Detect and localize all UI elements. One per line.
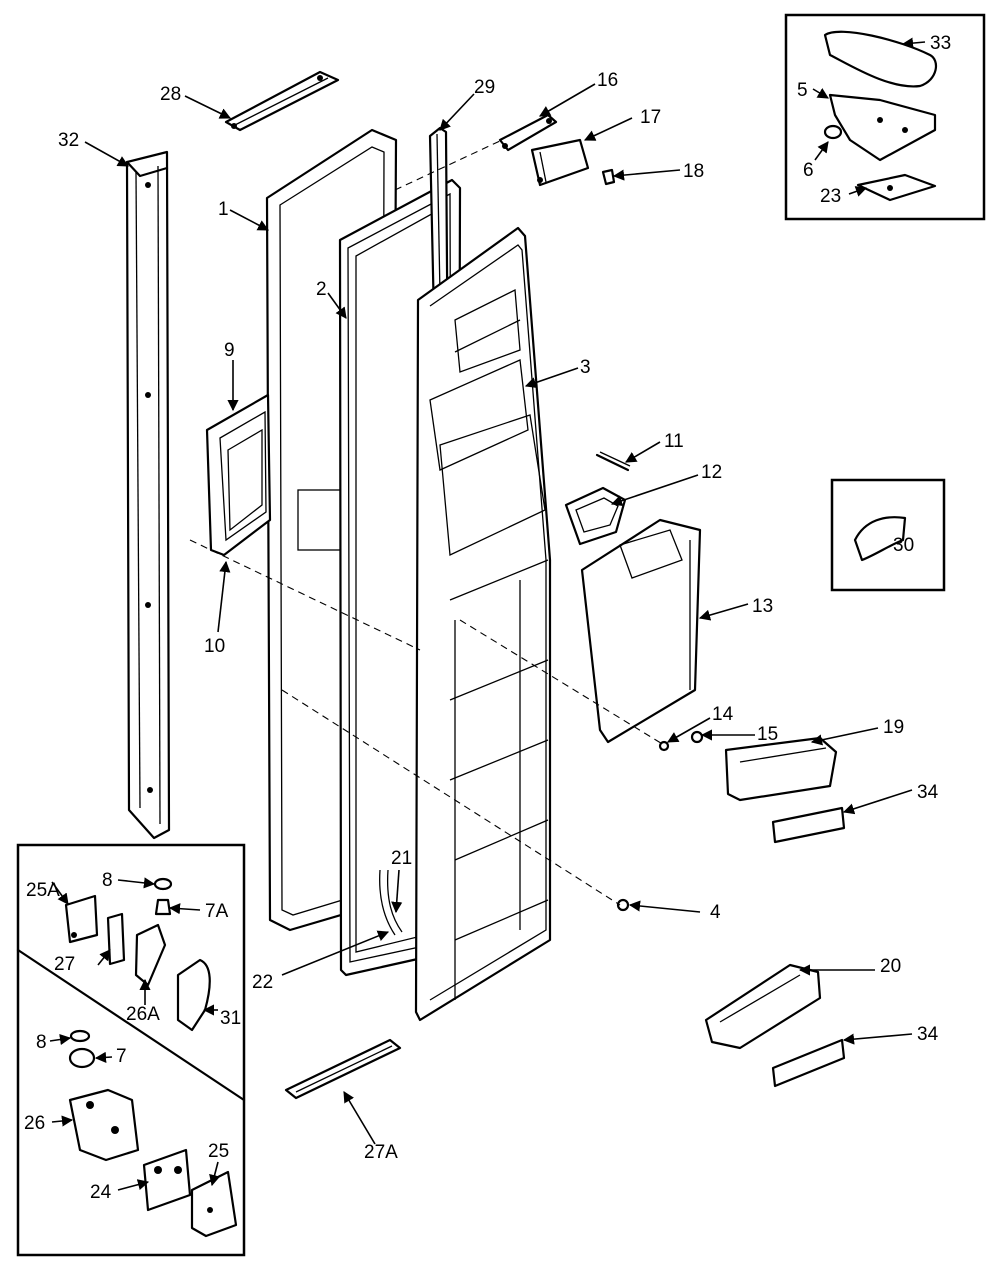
callout-9: 9 (224, 340, 235, 361)
part-24-shim (856, 173, 937, 202)
inset-part-31 (830, 478, 946, 592)
callout-11: 11 (664, 431, 684, 452)
callout-34-upper: 34 (917, 782, 939, 803)
callout-20: 20 (880, 956, 901, 977)
part-13-dispenser-housing (580, 518, 702, 744)
leader-lines (49, 37, 926, 1191)
part-11-spring (595, 451, 631, 472)
callout-26: 26 (24, 1113, 45, 1134)
callout-5: 5 (797, 80, 808, 101)
part-5-hinge-plate (828, 93, 937, 162)
callout-33: 33 (930, 33, 951, 54)
part-26a-hinge (134, 923, 167, 987)
part-34-trim-strip-upper (771, 806, 846, 844)
callout-1: 1 (218, 199, 229, 220)
part-4-screw (616, 898, 630, 912)
callout-15: 15 (757, 724, 778, 745)
callout-14: 14 (712, 704, 734, 725)
callout-labels: 32 28 1 2 9 10 29 16 17 18 3 11 12 13 14… (24, 33, 951, 1203)
inset-hinge-parts (16, 843, 246, 1257)
part-19-door-bin (724, 736, 838, 802)
part-16-hinge-bracket (498, 113, 558, 152)
alignment-line (281, 689, 621, 906)
part-18-screw (601, 168, 616, 186)
callout-28: 27A (364, 1142, 398, 1163)
alignment-line (459, 619, 665, 746)
callout-21: 21 (391, 848, 412, 869)
part-34-trim-strip-lower (771, 1038, 846, 1088)
part-25-bracket (190, 1170, 238, 1238)
callout-4: 4 (710, 902, 721, 923)
callout-26a: 26A (126, 1004, 160, 1025)
callout-34-lower: 34 (917, 1024, 939, 1045)
callout-7a: 7A (205, 901, 229, 922)
callout-31: 30 (893, 535, 914, 556)
callout-8-upper: 8 (102, 870, 113, 891)
callout-25a: 25A (26, 880, 60, 901)
part-6-bushing (823, 124, 843, 140)
part-17-hinge-block (530, 138, 590, 187)
callout-24: 23 (820, 186, 841, 207)
part-3-door-liner (414, 226, 552, 1022)
part-7-bushing (68, 1047, 96, 1069)
part-8-washer-lower (69, 1029, 91, 1043)
inset-divider (16, 948, 246, 1102)
part-7a-pin (154, 898, 172, 916)
callout-22: 22 (252, 972, 273, 993)
part-29-hinge-plate (224, 70, 340, 132)
part-21-wire-harness (379, 869, 403, 936)
callout-6: 6 (803, 160, 814, 181)
part-15-screw (690, 730, 704, 744)
callout-7: 7 (116, 1046, 127, 1067)
callout-13: 13 (752, 596, 773, 617)
callout-16: 16 (597, 70, 618, 91)
part-32-hinge-cover (176, 958, 211, 1032)
callout-3: 3 (580, 357, 591, 378)
part-12-chute-cup (564, 486, 627, 546)
part-27-plate (142, 1148, 192, 1212)
callout-27: 24 (90, 1182, 112, 1203)
part-27a-plate (106, 912, 126, 966)
callout-19: 19 (883, 717, 904, 738)
callout-2: 2 (316, 279, 327, 300)
callout-17: 17 (640, 107, 661, 128)
part-25a-bracket (64, 894, 99, 944)
part-33-hinge-cover (823, 30, 938, 88)
part-26-hinge (68, 1088, 140, 1162)
callout-25: 25 (208, 1141, 229, 1162)
callout-23: 32 (58, 130, 79, 151)
inset-hinge-kit (784, 13, 986, 221)
part-9-dispenser-frame (205, 393, 272, 557)
callout-18: 18 (683, 161, 704, 182)
part-31-bracket (853, 516, 907, 562)
part-14-washer (658, 740, 670, 752)
callout-12: 12 (701, 462, 722, 483)
part-28-bottom-hinge (284, 1038, 402, 1100)
callout-32: 31 (220, 1008, 241, 1029)
part-23-side-rail (125, 150, 171, 840)
callout-27a: 27 (54, 954, 75, 975)
callout-8-lower: 8 (36, 1032, 47, 1053)
callout-10: 10 (204, 636, 225, 657)
alignment-line (394, 139, 503, 191)
part-20-door-bin (704, 963, 822, 1050)
callout-30: 29 (474, 77, 495, 98)
callout-29: 28 (160, 84, 181, 105)
part-8-washer-upper (153, 877, 173, 891)
alignment-line (189, 539, 421, 651)
